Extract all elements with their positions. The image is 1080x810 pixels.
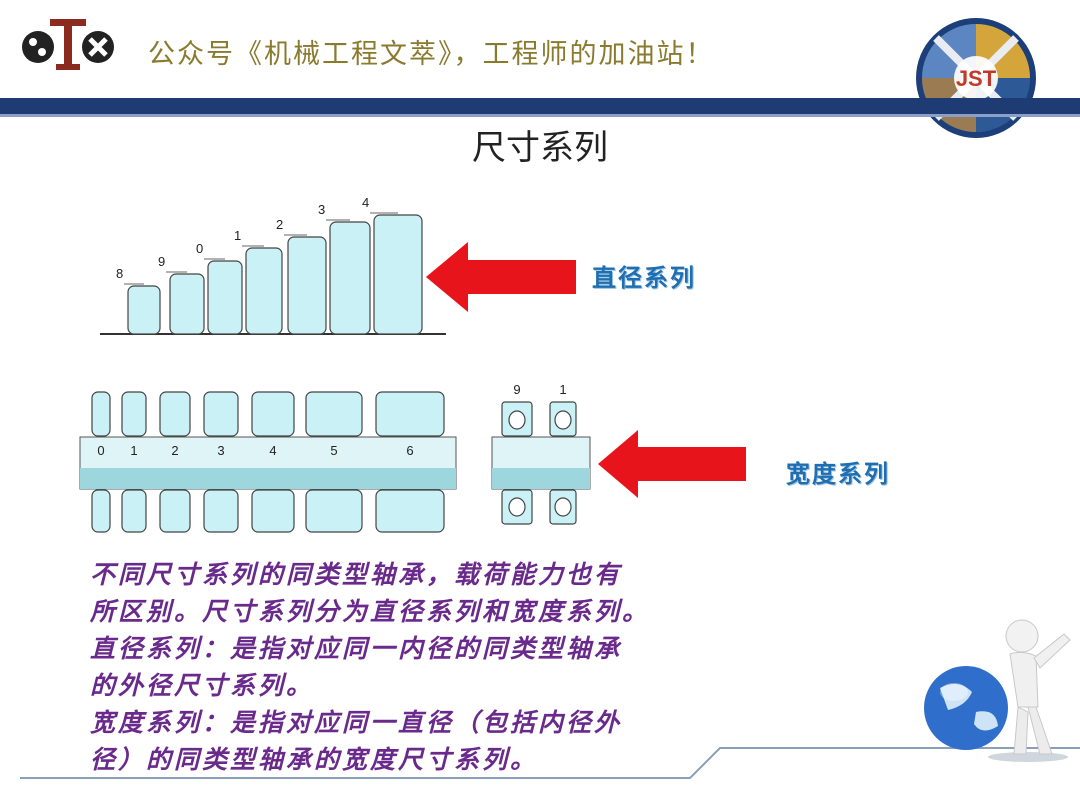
diameter-arrow xyxy=(426,242,576,312)
width-bearing-ring xyxy=(375,489,445,533)
diameter-bar xyxy=(245,247,283,335)
width-code-label: 0 xyxy=(97,443,104,458)
diameter-code-label: 8 xyxy=(116,266,123,281)
jst-logo-text: JST xyxy=(956,66,997,91)
body-line: 直径系列：是指对应同一内径的同类型轴承 xyxy=(90,634,623,663)
slide-title: 尺寸系列 xyxy=(472,128,608,168)
diameter-bar xyxy=(207,260,243,335)
width-code-label: 3 xyxy=(217,443,224,458)
width-bearing-ring xyxy=(203,489,239,533)
diameter-code-label: 1 xyxy=(234,228,241,243)
width-code-label: 6 xyxy=(406,443,413,458)
width-arrow xyxy=(598,430,746,498)
shaft-shade xyxy=(492,468,590,489)
body-line: 的外径尺寸系列。 xyxy=(90,671,315,700)
diameter-bar xyxy=(329,221,371,335)
width-bearing-ring xyxy=(375,391,445,437)
diameter-code-label: 3 xyxy=(318,202,325,217)
header-bar-accent xyxy=(0,114,1080,117)
body-line: 宽度系列：是指对应同一直径（包括内径外 xyxy=(90,708,623,737)
diameter-bar xyxy=(169,273,205,335)
bearing-ball xyxy=(554,410,572,430)
width-bearing-ring xyxy=(305,489,363,533)
width-series-diagram: 0 1 2 3 4 5 6 9 1 xyxy=(79,382,591,533)
width-bearing-ring xyxy=(121,391,147,437)
width-code-label: 2 xyxy=(171,443,178,458)
diameter-series-diagram: 8 9 0 1 2 3 4 xyxy=(100,195,446,335)
body-line: 径）的同类型轴承的宽度尺寸系列。 xyxy=(90,745,539,774)
header-bar xyxy=(0,98,1080,114)
body-line: 不同尺寸系列的同类型轴承，载荷能力也有 xyxy=(90,560,623,589)
footer-line xyxy=(20,747,1080,779)
diameter-code-label: 2 xyxy=(276,217,283,232)
width-series-label: 宽度系列 xyxy=(786,459,890,488)
width-bearing-ring xyxy=(121,489,147,533)
width-code-label: 5 xyxy=(330,443,337,458)
width-bearing-ring xyxy=(159,489,191,533)
body-line: 所区别。尺寸系列分为直径系列和宽度系列。 xyxy=(90,597,651,626)
figure-with-globe-illustration xyxy=(924,619,1071,762)
side-code-label: 9 xyxy=(513,382,520,397)
bearing-ball xyxy=(508,497,526,517)
diameter-code-label: 0 xyxy=(196,241,203,256)
bearing-ball xyxy=(554,497,572,517)
body-text: 不同尺寸系列的同类型轴承，载荷能力也有 所区别。尺寸系列分为直径系列和宽度系列。… xyxy=(90,556,690,778)
width-bearing-ring xyxy=(203,391,239,437)
header-slogan: 公众号《机械工程文萃》，工程师的加油站！ xyxy=(148,39,715,70)
width-bearing-ring xyxy=(91,489,111,533)
shaft-shade xyxy=(80,468,456,489)
width-bearing-ring xyxy=(305,391,363,437)
width-code-label: 4 xyxy=(269,443,276,458)
width-code-label: 1 xyxy=(130,443,137,458)
diameter-bar xyxy=(127,285,161,335)
diameter-code-label: 9 xyxy=(158,254,165,269)
width-bearing-ring xyxy=(251,489,295,533)
company-logo xyxy=(22,19,114,70)
bearing-ball xyxy=(508,410,526,430)
side-code-label: 1 xyxy=(559,382,566,397)
diameter-bar xyxy=(373,214,423,335)
width-bearing-ring xyxy=(251,391,295,437)
width-bearing-ring xyxy=(91,391,111,437)
width-bearing-ring xyxy=(159,391,191,437)
diameter-bar xyxy=(287,236,327,335)
diameter-series-label: 直径系列 xyxy=(592,263,696,292)
diameter-code-label: 4 xyxy=(362,195,369,210)
